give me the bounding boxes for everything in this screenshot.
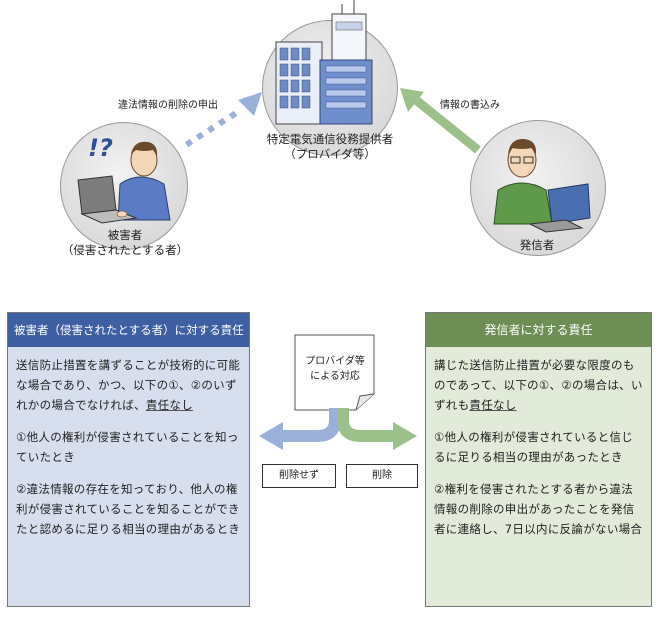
victim-liability-no-liability: 責任なし: [145, 398, 194, 412]
victim-person-icon: [77, 141, 171, 224]
provider-response-note: [294, 334, 375, 411]
note-line1: プロバイダ等: [305, 356, 365, 367]
victim-liability-panel: 被害者（侵害されたとする者）に対する責任 送信防止措置を講ずることが技術的に可能…: [7, 312, 250, 607]
provider-label-line1: 特定電気通信役務提供者: [266, 132, 394, 146]
sender-liability-condition: 講じた送信防止措置が必要な限度のものであって、以下の①、②の場合は、いずれも責任…: [434, 355, 643, 415]
exclaim-question-icon: !?: [88, 134, 113, 162]
provider-label-line2: （プロバイダ等）: [284, 147, 376, 161]
post-arrow: [400, 88, 481, 154]
sender-liability-title: 発信者に対する責任: [426, 313, 651, 347]
victim-liability-item1: ①他人の権利が侵害されていることを知っていたとき: [16, 430, 239, 464]
victim-liability-item2: ②違法情報の存在を知っており、他人の権利が侵害されていることを知ることができたと…: [16, 482, 241, 536]
sender-person-icon: [493, 138, 591, 233]
sender-label: 発信者: [519, 238, 555, 252]
sender-liability-item1: ①他人の権利が侵害されていると信じるに足りる相当の理由があったとき: [434, 430, 634, 464]
request-arrow: [184, 92, 262, 148]
victim-liability-condition-text: 送信防止措置を講ずることが技術的に可能な場合であり、かつ、以下の①、②のいずれか…: [16, 358, 241, 412]
request-arrow-label: 違法情報の削除の申出: [118, 100, 218, 111]
victim-label-line1: 被害者: [107, 228, 143, 242]
sender-liability-condition-text: 講じた送信防止措置が必要な限度のものであって、以下の①、②の場合は、いずれも: [434, 358, 643, 412]
victim-label-line2: （侵害されたとする者）: [61, 243, 189, 257]
sender-liability-no-liability: 責任なし: [469, 398, 517, 412]
sender-liability-item2: ②権利を侵害されたとする者から違法情報の削除の申出があったことを発信者に連絡し、…: [434, 482, 643, 536]
victim-liability-condition: 送信防止措置を講ずることが技術的に可能な場合であり、かつ、以下の①、②のいずれか…: [16, 355, 241, 415]
no-delete-option: 削除せず: [262, 464, 336, 488]
delete-option: 削除: [346, 464, 418, 488]
victim-liability-title: 被害者（侵害されたとする者）に対する責任: [8, 313, 249, 347]
building-icon: [275, 0, 373, 125]
sender-liability-panel: 発信者に対する責任 講じた送信防止措置が必要な限度のものであって、以下の①、②の…: [425, 312, 652, 607]
split-arrows: [259, 408, 417, 450]
post-arrow-label: 情報の書込み: [440, 100, 500, 111]
note-line2: による対応: [310, 371, 360, 382]
